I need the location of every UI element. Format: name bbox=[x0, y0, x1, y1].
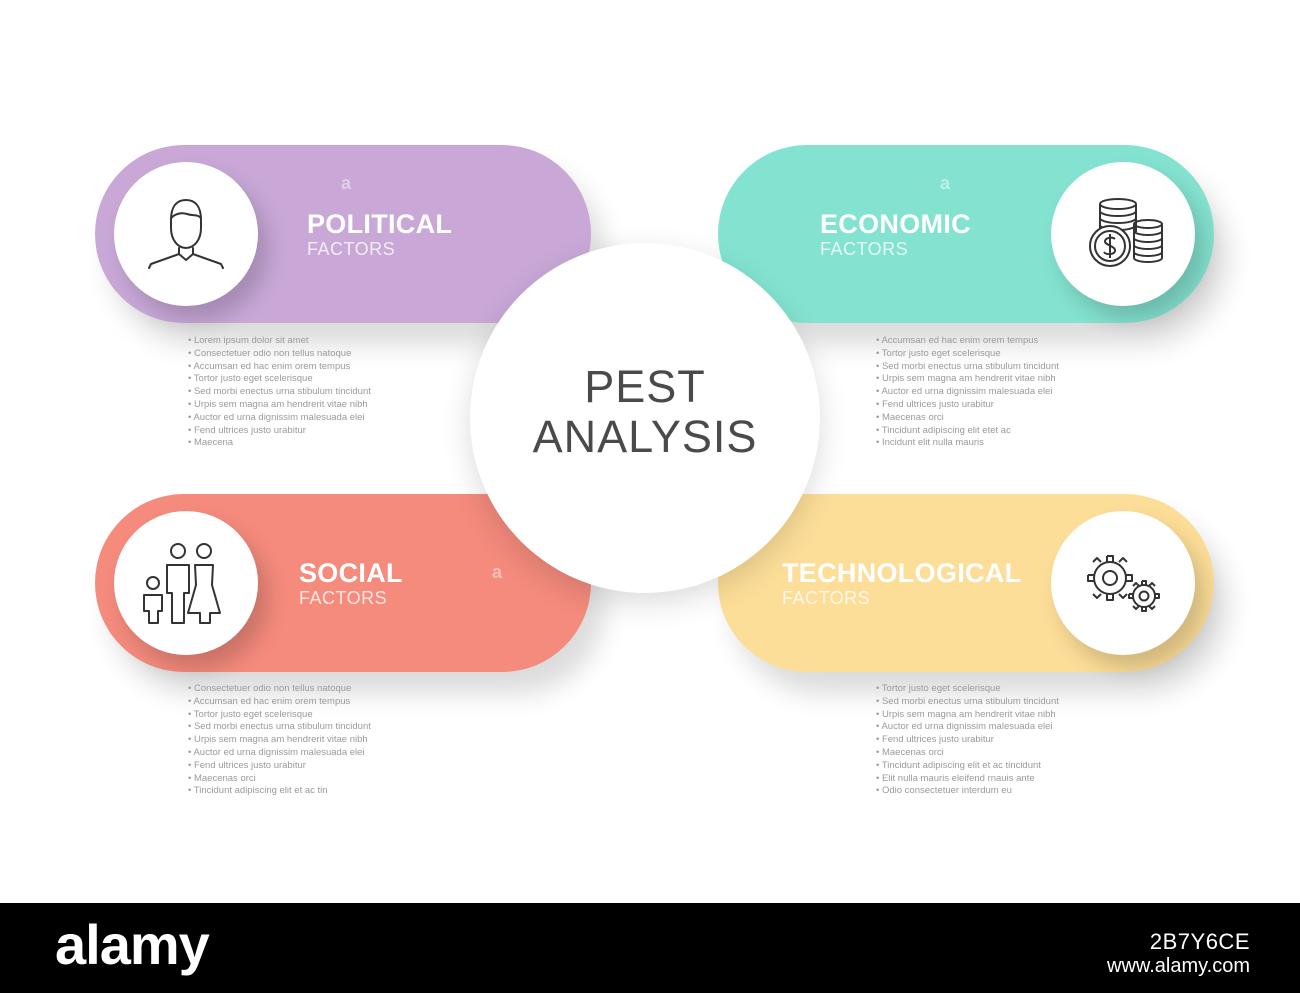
list-item: Sed morbi enectus urna stibulum tincidun… bbox=[876, 696, 1059, 709]
list-item: Accumsan ed hac enim orem tempus bbox=[188, 361, 371, 374]
economic-list: Accumsan ed hac enim orem tempusTortor j… bbox=[876, 335, 1059, 450]
list-item: Tincidunt adipiscing elit etet ac bbox=[876, 425, 1059, 438]
list-item: Auctor ed urna dignissim malesuada elei bbox=[188, 747, 371, 760]
economic-icon-circle bbox=[1051, 162, 1195, 306]
political-panel: POLITICAL FACTORS a bbox=[95, 145, 591, 323]
list-item: Tortor justo eget scelerisque bbox=[876, 683, 1059, 696]
technological-subtitle: FACTORS bbox=[782, 588, 871, 608]
technological-icon-circle bbox=[1051, 511, 1195, 655]
political-icon-circle bbox=[114, 162, 258, 306]
list-item: Sed morbi enectus urna stibulum tincidun… bbox=[188, 721, 371, 734]
list-item: Urpis sem magna am hendrerit vitae nibh bbox=[188, 734, 371, 747]
coins-icon bbox=[1078, 194, 1168, 274]
list-item: Auctor ed urna dignissim malesuada elei bbox=[876, 721, 1059, 734]
technological-list: Tortor justo eget scelerisqueSed morbi e… bbox=[876, 683, 1059, 798]
list-item: Auctor ed urna dignissim malesuada elei bbox=[876, 386, 1059, 399]
list-item: Fend ultrices justo urabitur bbox=[188, 760, 371, 773]
list-item: Urpis sem magna am hendrerit vitae nibh bbox=[188, 399, 371, 412]
social-list: Consectetuer odio non tellus natoqueAccu… bbox=[188, 683, 371, 798]
list-item: Elit nulla mauris eleifend rnauis ante bbox=[876, 773, 1059, 786]
list-item: Tincidunt adipiscing elit et ac tincidun… bbox=[876, 760, 1059, 773]
list-item: Maecenas orci bbox=[188, 773, 371, 786]
watermark-glyph: a bbox=[492, 562, 503, 582]
list-item: Sed morbi enectus urna stibulum tincidun… bbox=[188, 386, 371, 399]
person-icon bbox=[141, 194, 231, 274]
watermark-glyph: a bbox=[341, 173, 352, 193]
list-item: Fend ultrices justo urabitur bbox=[876, 399, 1059, 412]
list-item: Urpis sem magna am hendrerit vitae nibh bbox=[876, 373, 1059, 386]
list-item: Tortor justo eget scelerisque bbox=[188, 709, 371, 722]
list-item: Accumsan ed hac enim orem tempus bbox=[876, 335, 1059, 348]
list-item: Maecena bbox=[188, 437, 371, 450]
list-item: Tortor justo eget scelerisque bbox=[876, 348, 1059, 361]
technological-title: TECHNOLOGICAL bbox=[782, 558, 1022, 588]
watermark-glyph: a bbox=[940, 173, 951, 193]
list-item: Auctor ed urna dignissim malesuada elei bbox=[188, 412, 371, 425]
center-title-line1: PEST bbox=[584, 361, 706, 412]
list-item: Fend ultrices justo urabitur bbox=[188, 425, 371, 438]
family-icon bbox=[138, 539, 234, 627]
economic-panel: ECONOMIC FACTORS a bbox=[718, 145, 1214, 323]
list-item: Consectetuer odio non tellus natoque bbox=[188, 683, 371, 696]
footer-image-id: 2B7Y6CE bbox=[1149, 929, 1250, 954]
list-item: Maecenas orci bbox=[876, 747, 1059, 760]
social-subtitle: FACTORS bbox=[299, 588, 388, 608]
technological-panel: TECHNOLOGICAL FACTORS bbox=[718, 494, 1214, 672]
center-title-line2: ANALYSIS bbox=[532, 411, 758, 462]
footer-bar bbox=[0, 903, 1300, 993]
list-item: Tortor justo eget scelerisque bbox=[188, 373, 371, 386]
economic-title: ECONOMIC bbox=[820, 209, 971, 239]
list-item: Consectetuer odio non tellus natoque bbox=[188, 348, 371, 361]
list-item: Maecenas orci bbox=[876, 412, 1059, 425]
political-subtitle: FACTORS bbox=[307, 239, 396, 259]
list-item: Incidunt elit nulla mauris bbox=[876, 437, 1059, 450]
list-item: Tincidunt adipiscing elit et ac tin bbox=[188, 785, 371, 798]
list-item: Sed morbi enectus urna stibulum tincidun… bbox=[876, 361, 1059, 374]
list-item: Fend ultrices justo urabitur bbox=[876, 734, 1059, 747]
footer-logo: alamy bbox=[55, 913, 210, 976]
social-icon-circle bbox=[114, 511, 258, 655]
footer-url: www.alamy.com bbox=[1107, 955, 1250, 977]
social-title: SOCIAL bbox=[299, 558, 403, 588]
political-title: POLITICAL bbox=[307, 209, 453, 239]
gears-icon bbox=[1078, 548, 1168, 618]
list-item: Urpis sem magna am hendrerit vitae nibh bbox=[876, 709, 1059, 722]
list-item: Accumsan ed hac enim orem tempus bbox=[188, 696, 371, 709]
political-list: Lorem ipsum dolor sit ametConsectetuer o… bbox=[188, 335, 371, 450]
center-circle: PEST ANALYSIS bbox=[470, 243, 820, 593]
list-item: Odio consectetuer interdum eu bbox=[876, 785, 1059, 798]
economic-subtitle: FACTORS bbox=[820, 239, 909, 259]
list-item: Lorem ipsum dolor sit amet bbox=[188, 335, 371, 348]
